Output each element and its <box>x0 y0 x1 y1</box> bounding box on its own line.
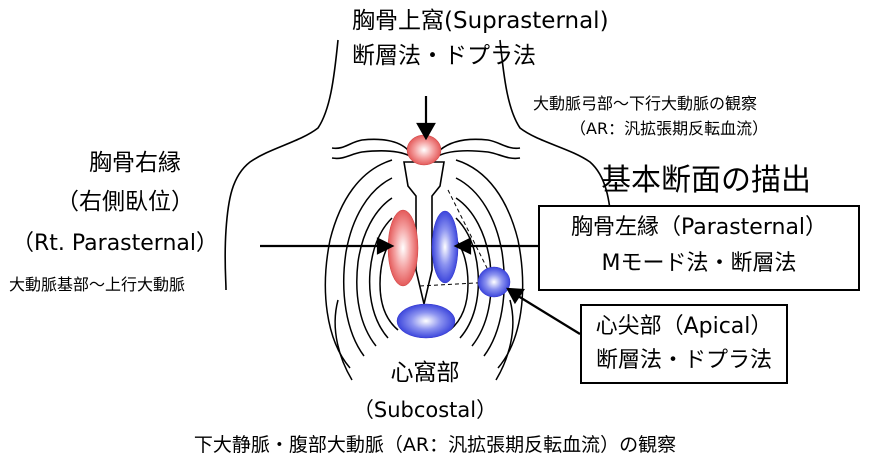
apical-title: 心尖部（Apical） <box>582 316 786 338</box>
apical-method: 断層法・ドプラ法 <box>582 350 786 372</box>
suprasternal-window <box>407 135 441 165</box>
parasternal-box: 胸骨左縁（Parasternal） Mモード法・断層法 <box>538 205 860 291</box>
apical-window <box>478 267 510 297</box>
apical-box: 心尖部（Apical） 断層法・ドプラ法 <box>580 304 788 384</box>
subcostal-title: 心窩部 <box>340 362 510 385</box>
right-parasternal-observation: 大動脈基部～上行大動脈 <box>9 277 185 293</box>
subcostal-english: （Subcostal） <box>320 400 530 421</box>
suprasternal-title: 胸骨上窩(Suprasternal) <box>352 10 528 33</box>
right-parasternal-english: （Rt. Parasternal） <box>12 233 218 255</box>
parasternal-title: 胸骨左縁（Parasternal） <box>540 217 858 239</box>
right-parasternal-title: 胸骨右縁 <box>40 152 230 175</box>
page-heading: 基本断面の描出 <box>601 166 811 196</box>
suprasternal-ar-note: （AR：汎拡張期反転血流） <box>570 121 768 137</box>
suprasternal-observation: 大動脈弓部～下行大動脈の観察 <box>533 96 757 112</box>
parasternal-method: Mモード法・断層法 <box>540 253 858 275</box>
subcostal-observation: 下大静脈・腹部大動脈（AR：汎拡張期反転血流）の観察 <box>90 436 780 455</box>
right-parasternal-position: （右側臥位） <box>30 191 220 214</box>
right-parasternal-window <box>388 210 418 286</box>
suprasternal-method: 断層法・ドプラ法 <box>352 45 528 68</box>
parasternal-window <box>432 211 458 283</box>
subcostal-window <box>397 304 455 338</box>
